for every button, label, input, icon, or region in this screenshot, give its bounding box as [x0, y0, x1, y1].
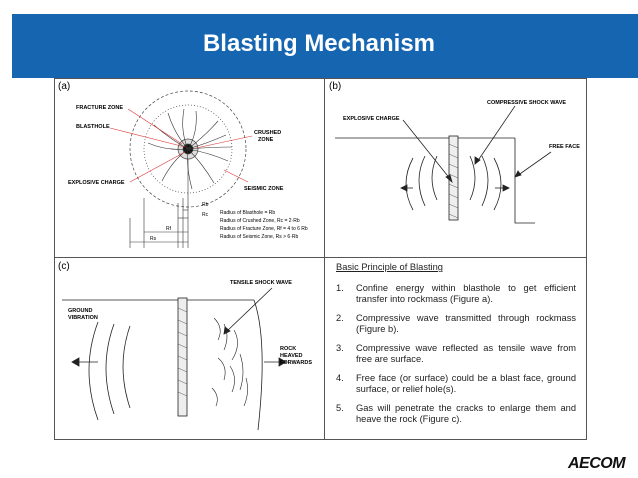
list-item: 5. Gas will penetrate the cracks to enla…	[336, 403, 576, 425]
list-item-number: 3.	[336, 343, 344, 353]
rock-heaved-label-2: HEAVED	[280, 353, 303, 359]
rf-label: Rf	[166, 226, 172, 232]
list-item-text: Compressive wave transmitted through roc…	[356, 313, 576, 334]
free-face-label: FREE FACE	[549, 144, 580, 150]
charge-pattern	[448, 143, 459, 219]
list-item: 4. Free face (or surface) could be a bla…	[336, 373, 576, 395]
compressive-shock-wave-label: COMPRESSIVE SHOCK WAVE	[487, 100, 566, 106]
list-item-number: 4.	[336, 373, 344, 383]
rock-heaved-label-1: ROCK	[280, 346, 296, 352]
crushed-zone-label-1: CRUSHED	[254, 130, 281, 136]
list-item-text: Compressive wave reflected as tensile wa…	[356, 343, 576, 364]
list-item: 1. Confine energy within blasthole to ge…	[336, 283, 576, 305]
figure-c-label: (c)	[58, 261, 70, 272]
tensile-wave-leader	[225, 287, 273, 333]
crushed-zone-label-2: ZONE	[258, 137, 274, 143]
vertical-divider	[324, 78, 325, 440]
legend-line-1: Radius of Blasthole = Rb	[220, 210, 275, 216]
leader-lines	[109, 108, 253, 183]
figure-b-diagram: COMPRESSIVE SHOCK WAVE EXPLOSIVE CHARGE …	[335, 100, 580, 224]
title-bar	[12, 14, 638, 78]
list-item-text: Confine energy within blasthole to get e…	[356, 283, 576, 304]
charge-pattern-c	[177, 307, 188, 397]
principle-title: Basic Principle of Blasting	[336, 262, 443, 272]
list-item-text: Free face (or surface) could be a blast …	[356, 373, 576, 394]
heaved-rock-face	[253, 299, 263, 431]
explosive-charge-leader	[402, 119, 452, 181]
rock-heaved-label-3: FORWARDS	[280, 360, 312, 366]
principle-panel: Basic Principle of Blasting 1. Confine e…	[336, 262, 576, 433]
shock-wave-leader	[476, 105, 516, 163]
rc-label: Rc	[202, 212, 209, 218]
free-face-leader	[516, 151, 552, 177]
aecom-logo: AECOM	[568, 455, 626, 472]
fracture-cracks	[147, 108, 233, 190]
ground-vibration-label-2: VIBRATION	[68, 315, 98, 321]
fracture-zone-label: FRACTURE ZONE	[76, 105, 123, 111]
list-item-number: 2.	[336, 313, 344, 323]
seismic-zone-label: SEISMIC ZONE	[244, 186, 284, 192]
rb-label: Rb	[202, 202, 209, 208]
radius-dimension-lines	[129, 159, 189, 248]
list-item-number: 1.	[336, 283, 344, 293]
legend-line-2: Radius of Crushed Zone, Rc = 2·Rb	[220, 218, 300, 224]
tensile-cracks	[211, 317, 248, 407]
figure-a-diagram: FRACTURE ZONE BLASTHOLE CRUSHED ZONE EXP…	[68, 90, 308, 248]
figure-b-label: (b)	[329, 81, 342, 92]
legend-line-4: Radius of Seismic Zone, Rs > 6·Rb	[220, 234, 298, 240]
explosive-charge-label-b: EXPLOSIVE CHARGE	[343, 116, 400, 122]
free-face-line	[514, 138, 535, 224]
list-item: 3. Compressive wave reflected as tensile…	[336, 343, 576, 365]
rs-label: Rs	[150, 236, 157, 242]
list-item-number: 5.	[336, 403, 344, 413]
ground-vibration-waves	[88, 321, 131, 421]
list-item: 2. Compressive wave transmitted through …	[336, 313, 576, 335]
horizontal-divider	[54, 257, 587, 258]
list-item-text: Gas will penetrate the cracks to enlarge…	[356, 403, 576, 424]
blasthole-column-c	[177, 297, 188, 417]
slide-title: Blasting Mechanism	[202, 30, 436, 57]
figure-c-diagram: TENSILE SHOCK WAVE GROUND VIBRATION ROCK…	[62, 280, 312, 431]
blasthole-label: BLASTHOLE	[76, 124, 110, 130]
tensile-shock-wave-label: TENSILE SHOCK WAVE	[230, 280, 292, 286]
compressive-waves-right	[469, 155, 502, 211]
explosive-charge-label: EXPLOSIVE CHARGE	[68, 180, 125, 186]
figure-a-label: (a)	[58, 81, 71, 92]
ground-vibration-label-1: GROUND	[68, 308, 92, 314]
figure-frame	[54, 78, 587, 440]
legend-line-3: Radius of Fracture Zone, Rf = 4 to 6 Rb	[220, 226, 308, 232]
compressive-waves-left	[405, 155, 438, 211]
